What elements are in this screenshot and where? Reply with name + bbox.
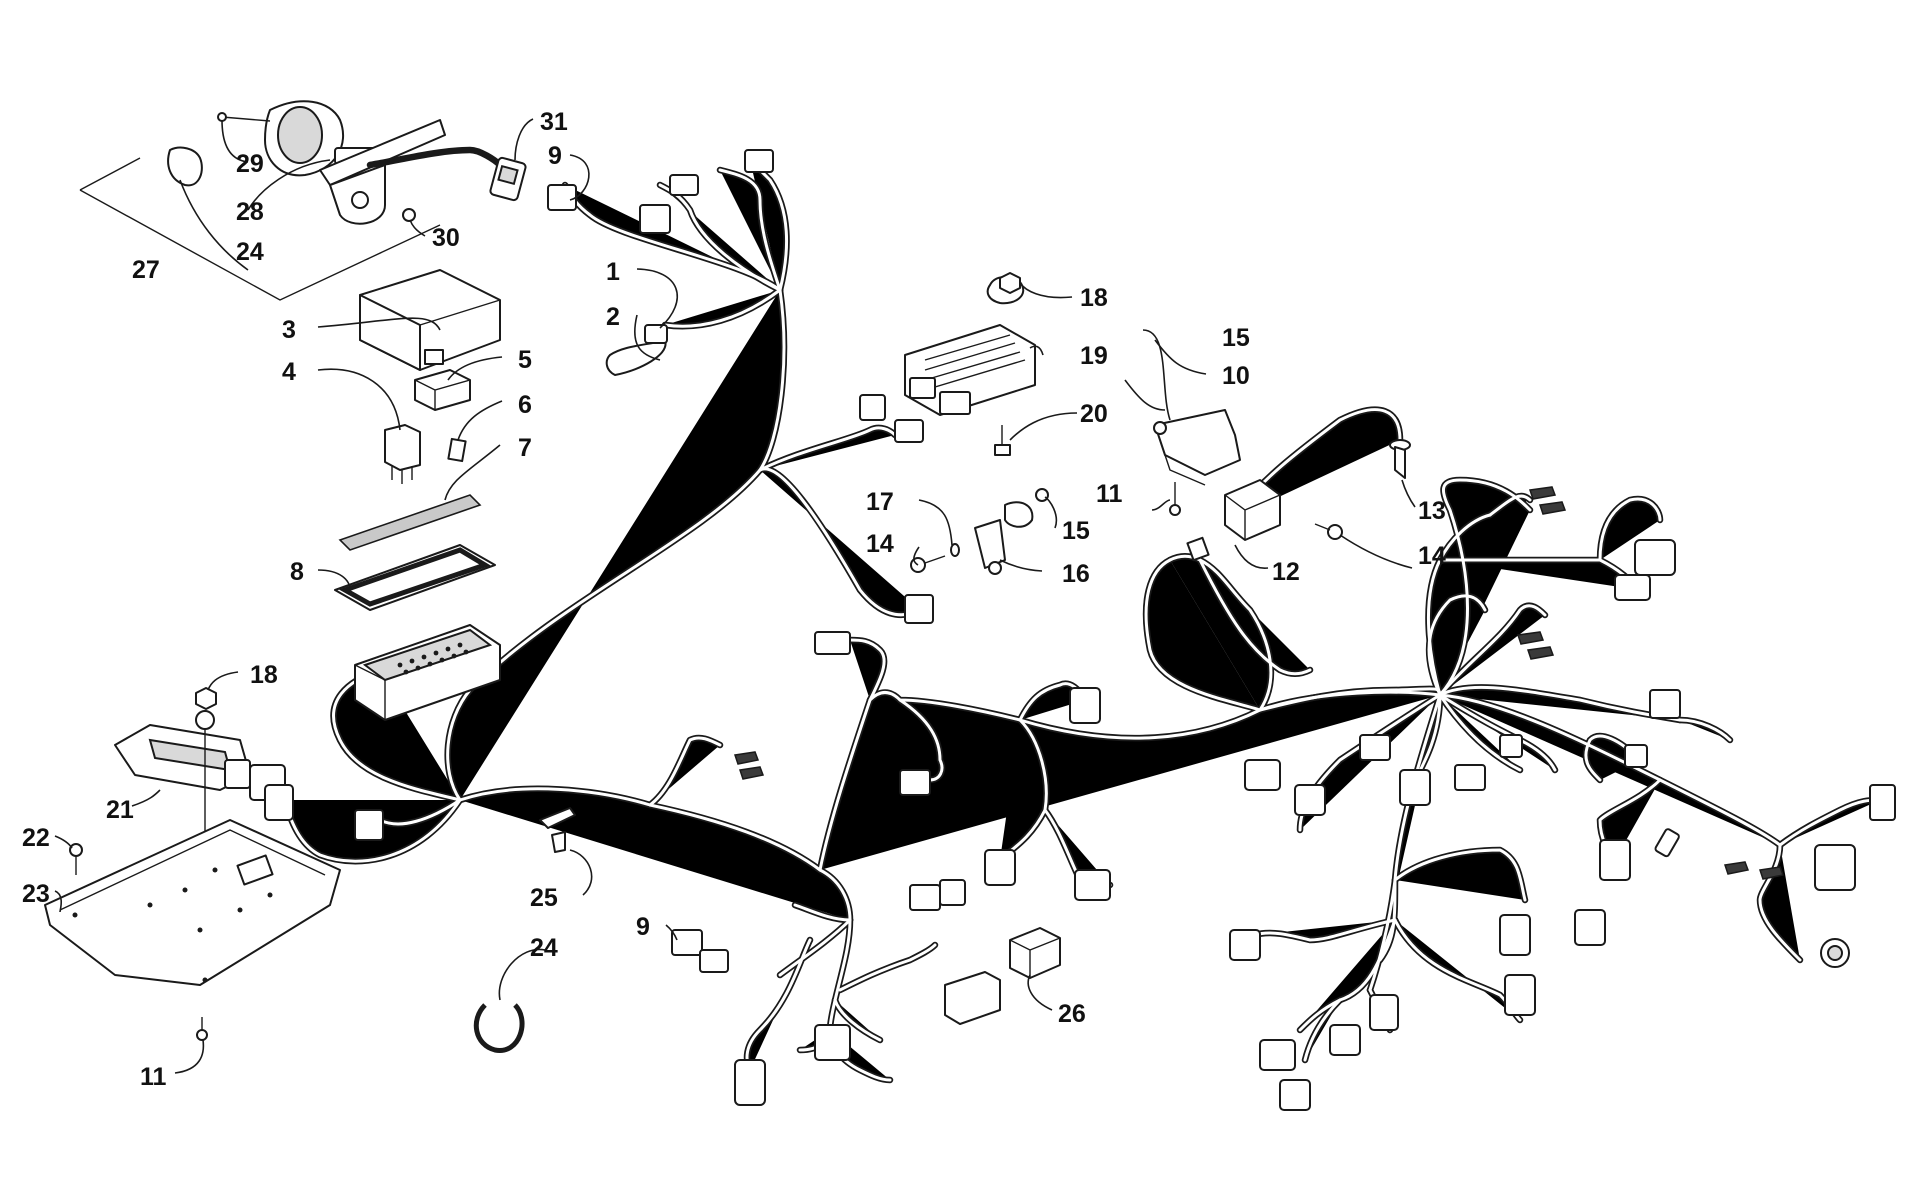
- callout-31: 31: [540, 108, 568, 136]
- ecu-module-21: [114, 710, 286, 930]
- callout-13: 13: [1418, 497, 1446, 525]
- callout-6: 6: [518, 391, 532, 419]
- screw-22: [69, 843, 83, 875]
- gasket-8: [334, 544, 496, 611]
- callout-29: 29: [236, 150, 264, 178]
- callout-9-top: 9: [548, 142, 562, 170]
- connector-9-lower: [671, 929, 729, 973]
- callout-21: 21: [106, 796, 134, 824]
- callout-16: 16: [1062, 560, 1090, 588]
- nut-18-left: [195, 687, 217, 710]
- callout-11-mid: 11: [1096, 480, 1123, 508]
- washer-17: [950, 543, 960, 557]
- callout-8: 8: [290, 558, 304, 586]
- callout-30: 30: [432, 224, 460, 252]
- mounting-plate-23: [44, 819, 341, 986]
- callout-9-bottom: 9: [636, 913, 650, 941]
- callout-25: 25: [530, 884, 558, 912]
- callout-28: 28: [236, 198, 264, 226]
- nut-18-top: [986, 272, 1025, 305]
- connector-31: [489, 156, 527, 202]
- nut-15-mid: [1035, 488, 1049, 502]
- callout-23: 23: [22, 880, 50, 908]
- kit-outline-27: [79, 157, 441, 301]
- fuse-6: [447, 437, 467, 463]
- callout-10: 10: [1222, 362, 1250, 390]
- screw-11-mid: [1169, 482, 1181, 516]
- callout-5: 5: [518, 346, 532, 374]
- screw-14-right: [1314, 523, 1343, 540]
- ignition-switch: [264, 100, 504, 225]
- callout-14-mid: 14: [866, 530, 894, 558]
- screw-11-bottom: [196, 1017, 208, 1041]
- callout-27: 27: [132, 256, 160, 284]
- clamp-ring-top: [167, 146, 203, 187]
- screw-20: [994, 425, 1011, 456]
- fuse-holder-bottom: [944, 971, 1001, 1025]
- switch-screw: [217, 112, 271, 122]
- voltage-regulator-19: [904, 324, 1036, 416]
- fuse-block: [354, 624, 501, 721]
- relay-26: [1009, 927, 1061, 979]
- callout-7: 7: [518, 434, 532, 462]
- callout-11-bottom: 11: [140, 1063, 167, 1091]
- callout-18-left: 18: [250, 661, 278, 689]
- leader-lines: [54, 118, 1416, 1074]
- harness-connectors: [264, 149, 1896, 1111]
- round-connector-right: [1820, 938, 1850, 968]
- label-sheet-7: [338, 494, 482, 551]
- nut-30: [402, 208, 416, 222]
- nut-15-top: [1153, 421, 1167, 435]
- relay-5: [414, 369, 471, 411]
- terminal-13: [1389, 439, 1411, 479]
- sensor-16: [974, 501, 1034, 575]
- fuse-box-cover: [359, 269, 501, 371]
- callout-22: 22: [22, 824, 50, 852]
- coil-12: [1186, 479, 1281, 562]
- callout-24-bottom: 24: [530, 934, 558, 962]
- callout-2: 2: [606, 303, 620, 331]
- callout-14-right: 14: [1418, 542, 1446, 570]
- callout-24-top: 24: [236, 238, 264, 266]
- callout-20: 20: [1080, 400, 1108, 428]
- callout-1: 1: [606, 258, 620, 286]
- callout-19: 19: [1080, 342, 1108, 370]
- callout-18-top: 18: [1080, 284, 1108, 312]
- callout-labels: 1 2 3 4 5 6 7 8 9 9 10 11 11 12 13 14 14…: [22, 108, 1446, 1091]
- callout-15-top: 15: [1222, 324, 1250, 352]
- tie-strap-25: [539, 807, 576, 853]
- callout-26: 26: [1058, 1000, 1086, 1028]
- callout-12: 12: [1272, 558, 1300, 586]
- relay-4: [384, 424, 421, 484]
- callout-15-mid: 15: [1062, 517, 1090, 545]
- bracket-10: [1154, 409, 1241, 486]
- callout-4: 4: [282, 358, 296, 386]
- clamp-ring-bottom: [473, 1003, 525, 1053]
- callout-3: 3: [282, 316, 296, 344]
- callout-17: 17: [866, 488, 894, 516]
